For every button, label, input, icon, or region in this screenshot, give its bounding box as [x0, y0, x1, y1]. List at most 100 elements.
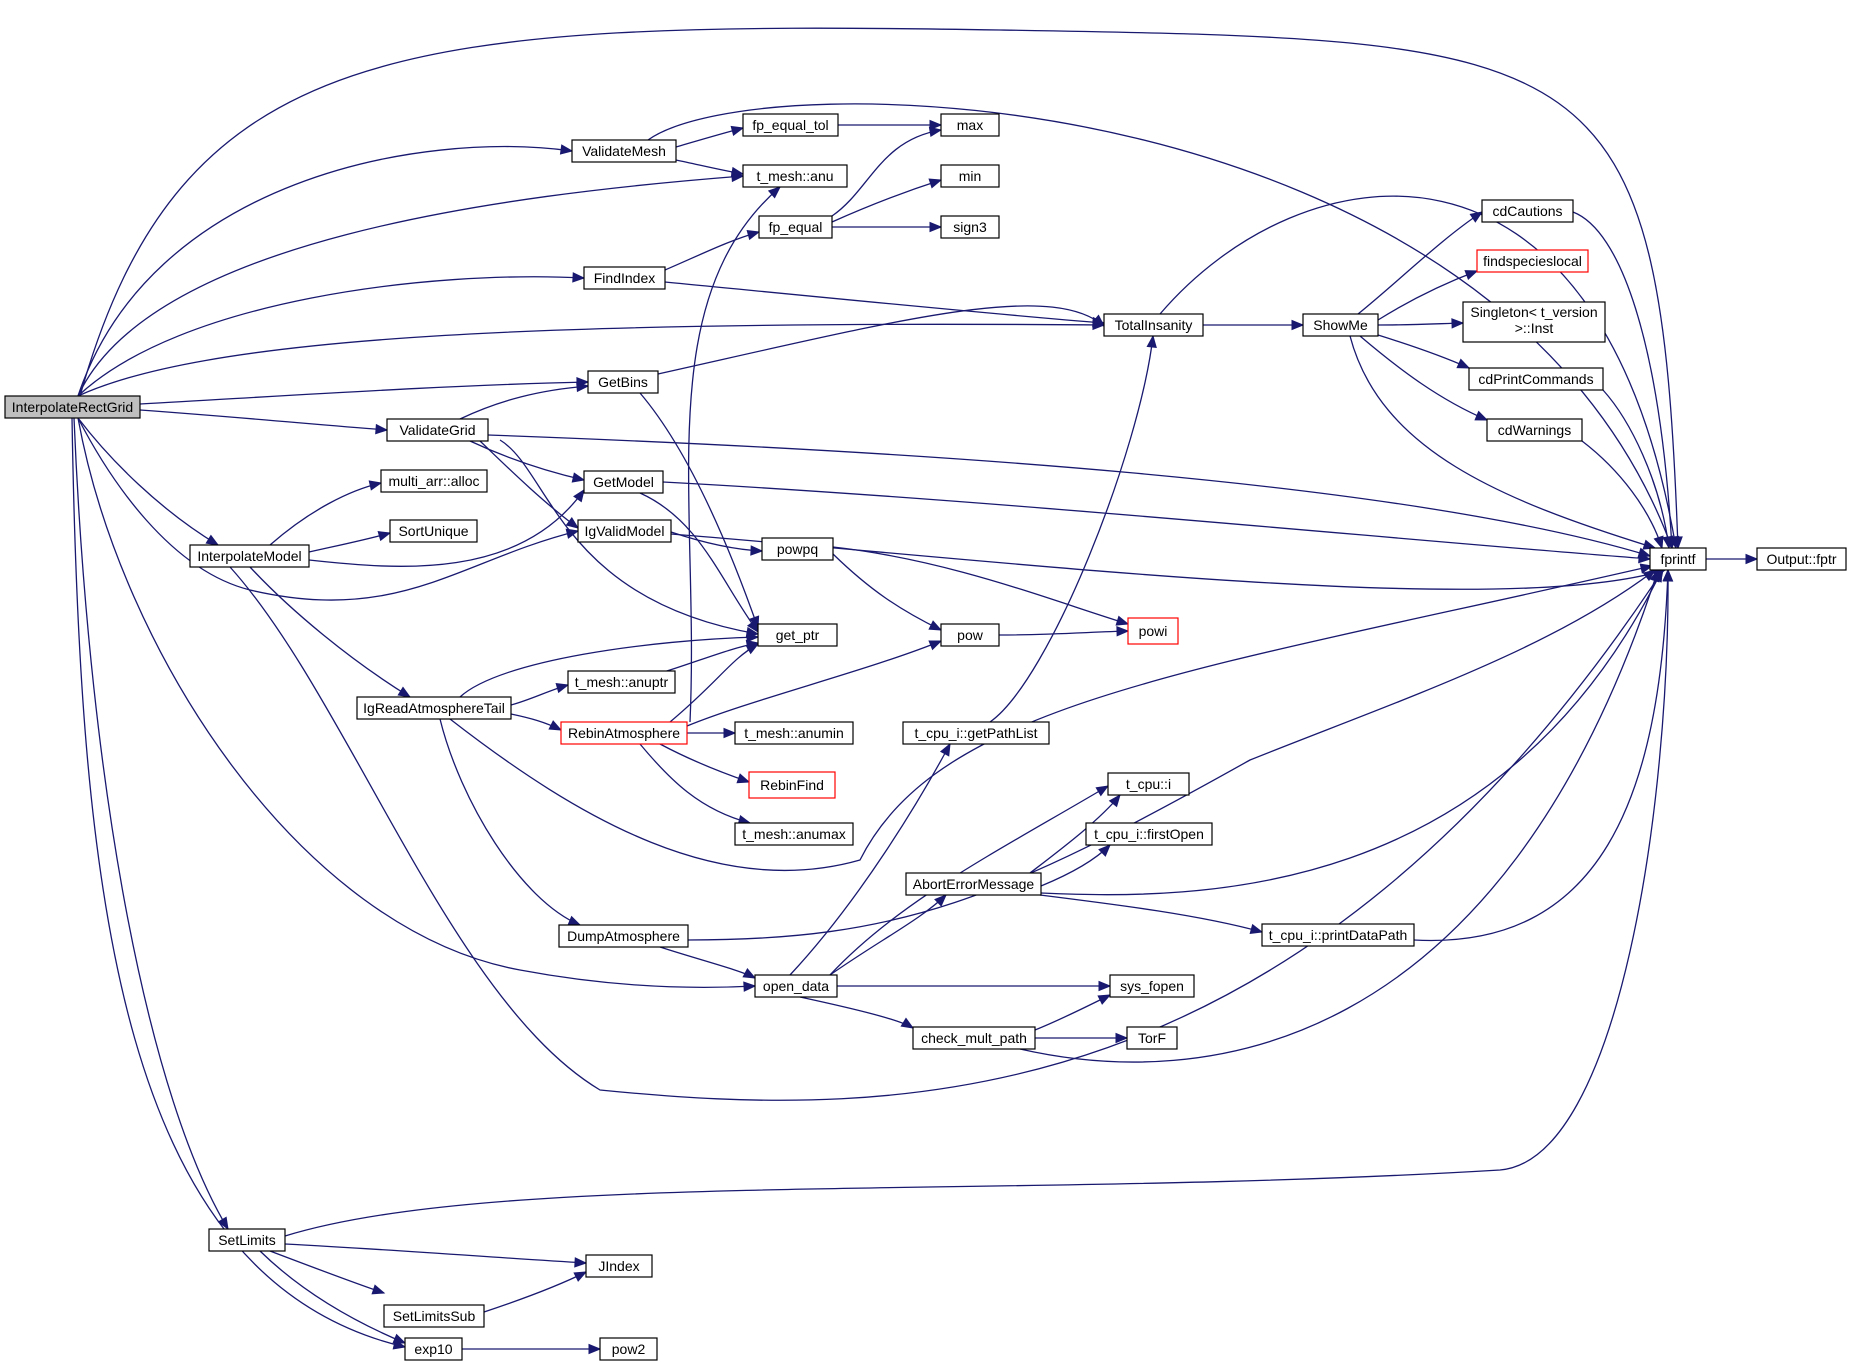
call-edge-to-fprintf	[449, 563, 1654, 872]
powi-node[interactable]: powi	[1127, 617, 1179, 645]
fp-equal-tol-node[interactable]: fp_equal_tol	[742, 113, 839, 137]
arrowhead	[1095, 785, 1110, 797]
call-edge-to-powpq	[670, 531, 764, 556]
findindex-node[interactable]: FindIndex	[583, 266, 666, 290]
singleton-node[interactable]: Singleton< t_version>::Inst	[1462, 301, 1606, 343]
edge-line	[1357, 211, 1483, 315]
cdprintcommands-node[interactable]: cdPrintCommands	[1468, 367, 1604, 391]
rebinfind-node[interactable]: RebinFind	[748, 771, 836, 799]
getmodel-node[interactable]: GetModel	[583, 470, 664, 494]
edge-line	[831, 179, 942, 223]
call-edge-to-cdcautions	[1357, 211, 1484, 315]
min-node[interactable]: min	[940, 164, 1000, 188]
cdcautions-node[interactable]: cdCautions	[1481, 199, 1574, 223]
node-box	[1481, 199, 1574, 223]
igreadatmospheretail-node[interactable]: IgReadAtmosphereTail	[356, 696, 512, 720]
output-fptr-node[interactable]: Output::fptr	[1756, 547, 1847, 571]
arrowhead	[588, 1343, 602, 1355]
arrowhead	[574, 1257, 588, 1268]
sys-fopen-node[interactable]: sys_fopen	[1109, 974, 1195, 998]
node-box	[742, 113, 839, 137]
edge-line	[139, 409, 388, 431]
call-edge-to-check-mult-path	[799, 996, 915, 1029]
t-cpu-i-firstopen-node[interactable]: t_cpu_i::firstOpen	[1085, 822, 1213, 846]
setlimits-node[interactable]: SetLimits	[208, 1228, 286, 1252]
t-mesh-anumax-node[interactable]: t_mesh::anumax	[734, 822, 854, 846]
t-mesh-anuptr-node[interactable]: t_mesh::anuptr	[567, 670, 676, 694]
edge-line	[459, 385, 589, 420]
t-cpu-i-node[interactable]: t_cpu::i	[1107, 772, 1190, 796]
node-box	[940, 113, 1000, 137]
pow2-node[interactable]: pow2	[599, 1337, 658, 1361]
node-label: RebinFind	[760, 777, 824, 793]
jindex-node[interactable]: JIndex	[585, 1254, 653, 1278]
getbins-node[interactable]: GetBins	[587, 370, 659, 394]
get-ptr-node[interactable]: get_ptr	[757, 623, 838, 647]
edge-line	[77, 323, 1105, 397]
node-box	[940, 623, 1000, 647]
edge-line	[77, 175, 744, 397]
call-edge-to-get-ptr	[639, 492, 759, 634]
aborterrormessage-node[interactable]: AbortErrorMessage	[905, 872, 1042, 896]
t-mesh-anu-node[interactable]: t_mesh::anu	[742, 164, 848, 188]
edge-line	[308, 532, 391, 553]
edge-line	[1377, 334, 1470, 369]
call-edge-to-jindex	[483, 1271, 588, 1313]
arrowhead	[1097, 994, 1112, 1005]
arrowhead	[723, 727, 737, 739]
arrowhead	[1291, 319, 1305, 331]
max-node[interactable]: max	[940, 113, 1000, 137]
node-label: t_cpu::i	[1126, 776, 1171, 792]
arrowhead	[1091, 314, 1106, 327]
node-box	[940, 164, 1000, 188]
node-label: SortUnique	[398, 523, 468, 539]
sign3-node[interactable]: sign3	[940, 215, 1000, 239]
node-label: t_mesh::anu	[756, 168, 833, 184]
interpolaterectgrid-node[interactable]: InterpolateRectGrid	[4, 395, 141, 419]
fp-equal-node[interactable]: fp_equal	[758, 215, 833, 239]
arrowhead	[736, 773, 751, 784]
arrowhead	[375, 423, 389, 435]
node-label: TotalInsanity	[1115, 317, 1193, 333]
totalinsanity-node[interactable]: TotalInsanity	[1103, 313, 1204, 337]
edge-line	[639, 492, 759, 633]
call-edge-to-rebinatmosphere	[510, 713, 563, 731]
edge-line	[998, 630, 1129, 636]
open-data-node[interactable]: open_data	[754, 974, 838, 998]
fprintf-node[interactable]: fprintf	[1649, 547, 1707, 571]
check-mult-path-node[interactable]: check_mult_path	[912, 1026, 1036, 1050]
exp10-node[interactable]: exp10	[404, 1337, 463, 1361]
node-label: InterpolateRectGrid	[12, 399, 133, 415]
node-box	[599, 1337, 658, 1361]
setlimitssub-node[interactable]: SetLimitsSub	[383, 1304, 485, 1328]
multi-arr-alloc-node[interactable]: multi_arr::alloc	[380, 469, 488, 493]
node-label: SetLimitsSub	[393, 1308, 476, 1324]
t-mesh-anumin-node[interactable]: t_mesh::anumin	[734, 721, 854, 745]
edge-line	[284, 569, 1669, 1237]
node-label: sign3	[953, 219, 987, 235]
call-edge-to-singleton	[1377, 318, 1465, 329]
node-box	[1103, 313, 1204, 337]
t-cpu-i-printdatapath-node[interactable]: t_cpu_i::printDataPath	[1261, 923, 1415, 947]
validategrid-node[interactable]: ValidateGrid	[386, 418, 489, 442]
validatemesh-node[interactable]: ValidateMesh	[571, 139, 677, 163]
igvalidmodel-node[interactable]: IgValidModel	[577, 519, 672, 543]
node-label: max	[957, 117, 983, 133]
findspecieslocal-node[interactable]: findspecieslocal	[1476, 249, 1589, 273]
torf-node[interactable]: TorF	[1126, 1026, 1178, 1050]
rebinatmosphere-node[interactable]: RebinAtmosphere	[560, 721, 688, 745]
powpq-node[interactable]: powpq	[761, 537, 834, 561]
pow-node[interactable]: pow	[940, 623, 1000, 647]
arrowhead	[573, 488, 585, 503]
call-edge-to-fprintf	[687, 569, 1657, 941]
node-box	[905, 872, 1042, 896]
dumpatmosphere-node[interactable]: DumpAtmosphere	[558, 924, 689, 948]
t-cpu-i-getpathlist-node[interactable]: t_cpu_i::getPathList	[902, 721, 1050, 745]
call-edge-to-torf	[1035, 1032, 1129, 1044]
arrowhead	[567, 915, 582, 926]
sortunique-node[interactable]: SortUnique	[389, 519, 478, 543]
cdwarnings-node[interactable]: cdWarnings	[1486, 418, 1583, 442]
edge-line	[1159, 195, 1677, 549]
interpolatemodel-node[interactable]: InterpolateModel	[189, 544, 310, 568]
showme-node[interactable]: ShowMe	[1302, 313, 1379, 337]
